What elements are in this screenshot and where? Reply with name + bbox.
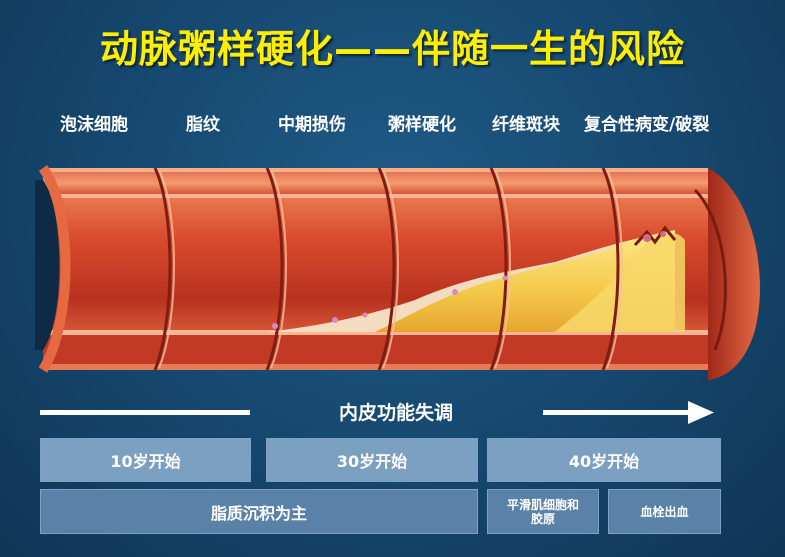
stage-label-foam-cells: 泡沫细胞 — [60, 115, 128, 135]
timeline-label: 内皮功能失调 — [338, 402, 453, 424]
age-box-10: 10岁开始 — [40, 438, 251, 482]
timeline-arrow — [40, 401, 714, 424]
mechanism-box-thrombosis: 血栓出血 — [608, 489, 721, 534]
stage-label-intermediate-lesion: 中期损伤 — [278, 115, 346, 135]
age-box-30: 30岁开始 — [266, 438, 478, 482]
stage-label-complicated-lesion: 复合性病变/破裂 — [584, 115, 710, 135]
age-box-40: 40岁开始 — [487, 438, 721, 482]
stage-label-atheroma: 粥样硬化 — [388, 115, 456, 135]
stage-label-fibrous-plaque: 纤维斑块 — [492, 115, 560, 135]
mechanism-box-smc-collagen: 平滑肌细胞和 胶原 — [487, 489, 599, 534]
artery-cross-section-illustration — [35, 165, 760, 380]
mechanism-box-lipid: 脂质沉积为主 — [40, 489, 478, 534]
page-title: 动脉粥样硬化——伴随一生的风险 — [99, 27, 685, 71]
stage-label-fatty-streak: 脂纹 — [186, 115, 220, 135]
